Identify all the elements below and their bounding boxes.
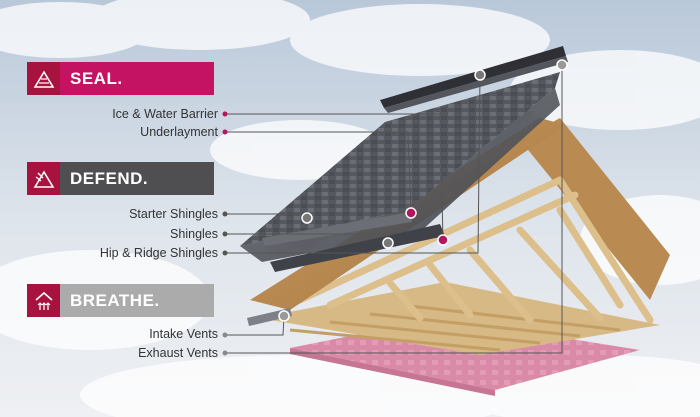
pointer-underlayment bbox=[225, 131, 412, 214]
label-underlayment: Underlayment bbox=[140, 125, 218, 139]
marker-intake bbox=[278, 310, 290, 322]
label-hip-ridge-shingles: Hip & Ridge Shingles bbox=[99, 246, 218, 260]
ridge-vent-shadow bbox=[384, 56, 568, 113]
section-defend-title: DEFEND. bbox=[60, 162, 214, 195]
label-dots bbox=[222, 111, 228, 356]
ridge-vent bbox=[380, 46, 566, 108]
pointer-hip-ridge bbox=[225, 74, 481, 254]
ceiling-joists bbox=[289, 304, 621, 352]
attic-floor bbox=[258, 282, 660, 355]
label-shingles: Shingles bbox=[170, 227, 218, 241]
label-exhaust-vents: Exhaust Vents bbox=[138, 346, 218, 360]
pointer-ice-water bbox=[225, 113, 444, 241]
section-breathe: BREATHE. bbox=[27, 284, 214, 317]
roof-trusses bbox=[296, 176, 654, 324]
marker-starter bbox=[301, 212, 313, 224]
pointer-intake bbox=[225, 315, 285, 336]
label-intake-vents: Intake Vents bbox=[149, 327, 218, 341]
marker-underlayment bbox=[405, 207, 417, 219]
target-markers bbox=[278, 59, 568, 322]
marker-exhaust bbox=[556, 59, 568, 71]
section-seal: SEAL. bbox=[27, 62, 214, 95]
marker-hip-ridge bbox=[474, 69, 486, 81]
marker-ice-water bbox=[437, 234, 449, 246]
section-seal-title: SEAL. bbox=[60, 62, 214, 95]
pointer-exhaust bbox=[225, 65, 563, 354]
label-starter-shingles: Starter Shingles bbox=[129, 207, 218, 221]
section-breathe-title: BREATHE. bbox=[60, 284, 214, 317]
starter-shingle-strip bbox=[262, 212, 412, 246]
section-defend: DEFEND. bbox=[27, 162, 214, 195]
roof-deck-right bbox=[520, 118, 670, 300]
marker-shingles bbox=[382, 237, 394, 249]
label-ice-water-barrier: Ice & Water Barrier bbox=[112, 107, 218, 121]
hip-ridge-strip bbox=[270, 224, 445, 272]
roof-defend-icon bbox=[27, 162, 60, 195]
insulation-edge bbox=[290, 348, 495, 396]
roof-breathe-icon bbox=[27, 284, 60, 317]
roof-seal-icon bbox=[27, 62, 60, 95]
